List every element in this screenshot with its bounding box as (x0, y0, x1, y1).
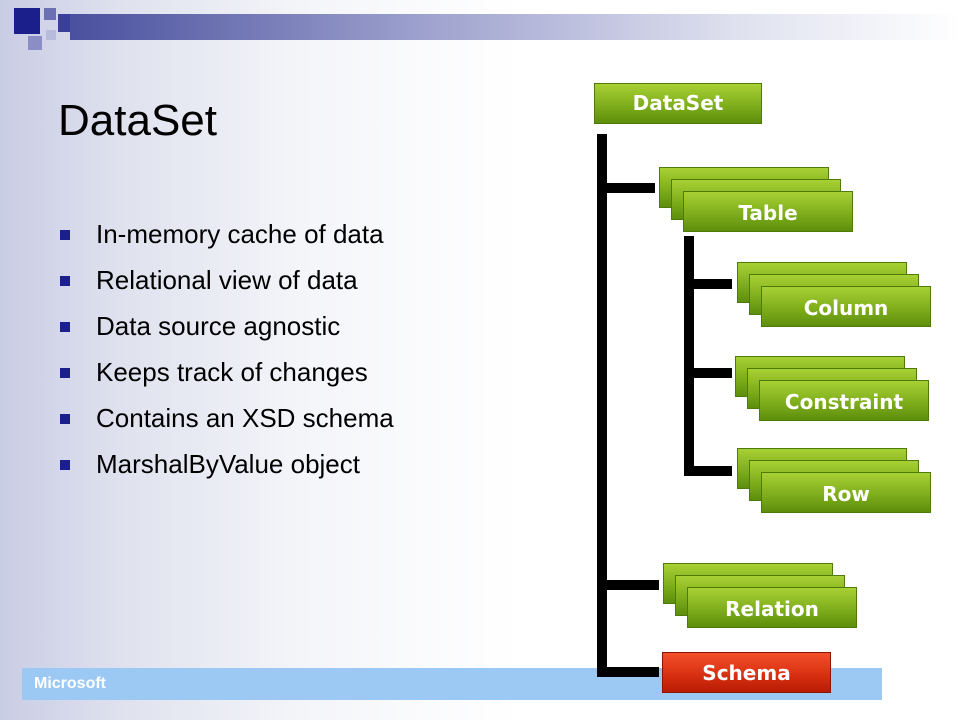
row-node: Row (761, 472, 931, 513)
bullet-item: Relational view of data (58, 264, 394, 310)
table-node: Table (683, 191, 853, 232)
bullet-text: MarshalByValue object (96, 449, 360, 479)
bullet-item: Data source agnostic (58, 310, 394, 356)
bullet-square-icon (60, 414, 70, 424)
footer-brand: Microsoft (34, 675, 106, 692)
logo-square-small (44, 8, 56, 20)
bullet-square-icon (60, 230, 70, 240)
bullet-square-icon (60, 368, 70, 378)
logo-square-light (28, 36, 42, 50)
bullet-item: In-memory cache of data (58, 218, 394, 264)
bullet-square-icon (60, 460, 70, 470)
bullet-square-icon (60, 322, 70, 332)
schema-node: Schema (662, 652, 831, 693)
dataset-node: DataSet (594, 83, 762, 124)
tree-trunk-line (597, 134, 607, 677)
bullet-item: Contains an XSD schema (58, 402, 394, 448)
bullet-item: Keeps track of changes (58, 356, 394, 402)
tree-branch-table (597, 183, 655, 193)
dataset-node-label: DataSet (632, 91, 724, 115)
tree-branch-relation (597, 580, 659, 590)
slide-title: DataSet (58, 96, 217, 145)
bullet-list: In-memory cache of data Relational view … (58, 218, 394, 494)
constraint-node-label: Constraint (784, 390, 904, 414)
bullet-text: Keeps track of changes (96, 357, 368, 387)
relation-node: Relation (687, 587, 857, 628)
schema-node-label: Schema (702, 661, 791, 685)
logo-square-large (14, 8, 40, 34)
bullet-item: MarshalByValue object (58, 448, 394, 494)
row-node-label: Row (822, 482, 870, 506)
constraint-node: Constraint (759, 380, 929, 421)
tree-branch-schema (597, 667, 659, 677)
relation-node-label: Relation (725, 597, 819, 621)
column-node: Column (761, 286, 931, 327)
bullet-text: Contains an XSD schema (96, 403, 394, 433)
tree-branch-column (684, 279, 732, 289)
column-node-label: Column (803, 296, 889, 320)
bullet-square-icon (60, 276, 70, 286)
tree-branch-row (684, 466, 732, 476)
bullet-text: Data source agnostic (96, 311, 341, 341)
bullet-text: In-memory cache of data (96, 219, 384, 249)
tree-branch-constraint (684, 368, 732, 378)
table-node-label: Table (738, 201, 798, 225)
table-subtree-line (684, 236, 694, 476)
header-gradient-bar (70, 14, 960, 40)
bullet-text: Relational view of data (96, 265, 358, 295)
logo-square-tiny (46, 30, 56, 40)
